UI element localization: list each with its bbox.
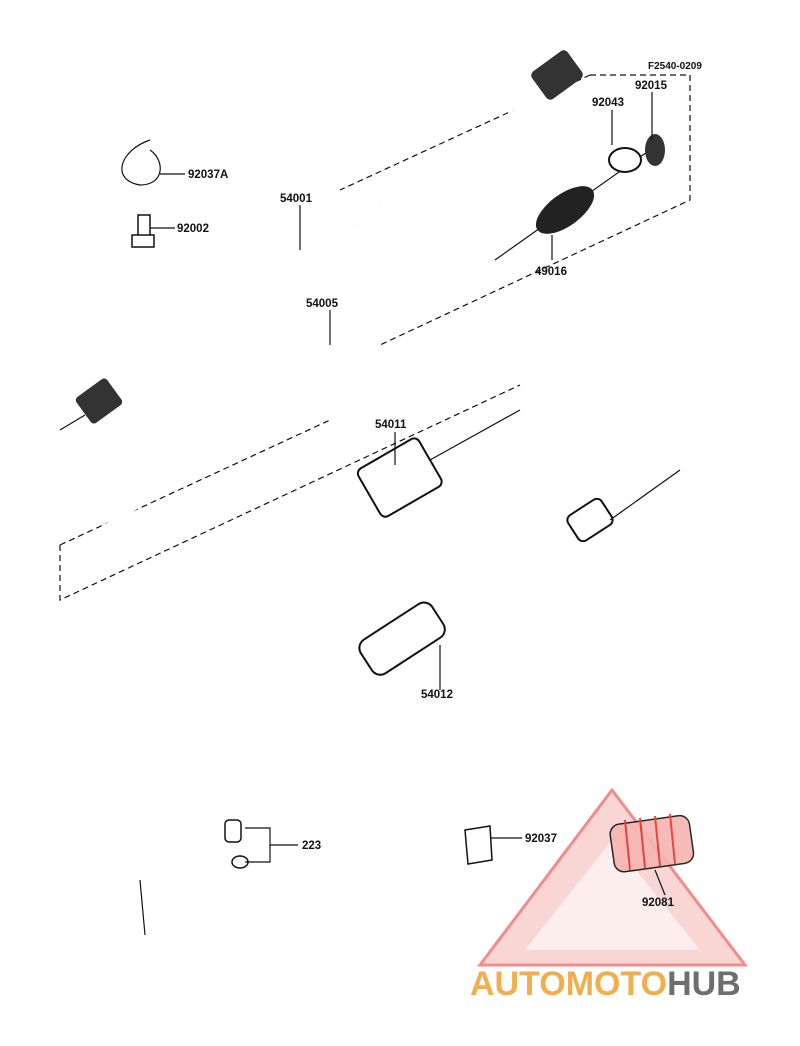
label-54005: 54005 xyxy=(306,298,339,310)
diagram-code: F2540-0209 xyxy=(648,61,702,72)
watermark-text: AUTOMOTOHUB xyxy=(470,965,741,1003)
hardware xyxy=(121,139,695,873)
label-92037a: 92037A xyxy=(188,169,228,181)
label-92002: 92002 xyxy=(177,223,209,235)
label-54012: 54012 xyxy=(421,689,453,701)
label-54011: 54011 xyxy=(375,419,407,431)
label-92037: 92037 xyxy=(525,833,557,845)
label-92043: 92043 xyxy=(592,97,624,109)
watermark-logo xyxy=(476,787,749,967)
label-92081: 92081 xyxy=(642,897,675,909)
label-49016: 49016 xyxy=(535,266,567,278)
speedometer-cable xyxy=(59,222,357,431)
label-54001: 54001 xyxy=(280,193,313,205)
label-92015: 92015 xyxy=(635,80,668,92)
label-223: 223 xyxy=(302,840,321,852)
leader-lines xyxy=(150,92,666,896)
gear-spring-assembly xyxy=(494,134,665,261)
clutch-cable xyxy=(134,469,722,936)
throttle-cable-assembly xyxy=(78,298,701,702)
tachometer-cable xyxy=(68,50,583,553)
spring-92081 xyxy=(609,813,695,873)
